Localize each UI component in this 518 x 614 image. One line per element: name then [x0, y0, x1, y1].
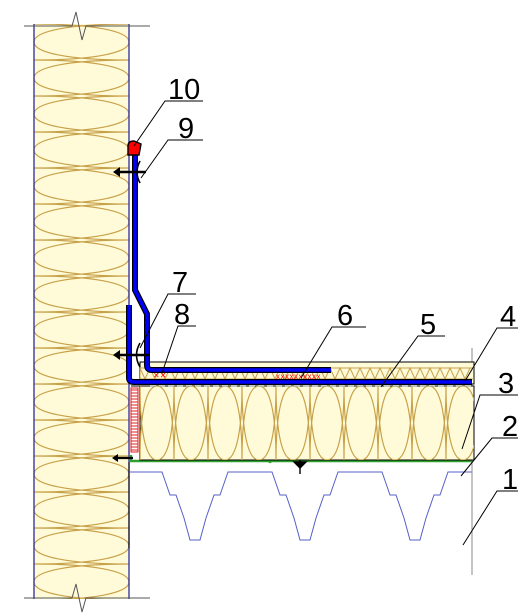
callout-1: 1	[502, 464, 518, 496]
callout-7: 7	[172, 267, 188, 299]
mid-fastener	[113, 342, 149, 368]
callout-2: 2	[502, 411, 518, 443]
wall-insulation	[33, 24, 130, 599]
callout-9: 9	[178, 113, 194, 145]
callout-10: 10	[168, 74, 200, 106]
leader-lines	[133, 100, 518, 546]
roof-insulation	[139, 385, 475, 461]
callout-3: 3	[498, 368, 514, 400]
upper-fastener	[113, 160, 146, 184]
callout-8: 8	[174, 299, 190, 331]
lower-wall-fastener	[112, 454, 133, 462]
break-line-top	[24, 11, 150, 41]
sealant-mark-corner: ✕✕	[153, 371, 166, 380]
callout-4: 4	[500, 301, 516, 333]
sealant-cap	[127, 140, 142, 156]
callout-6: 6	[337, 300, 353, 332]
break-line-bottom	[24, 583, 150, 613]
callout-5: 5	[420, 309, 436, 341]
sealant-marks: xxxxxxxxxx	[276, 372, 321, 381]
upstand-membrane	[132, 150, 331, 373]
roof-fastener	[292, 458, 308, 474]
roof-membrane	[126, 305, 472, 385]
wall-edge-strip	[130, 385, 140, 453]
